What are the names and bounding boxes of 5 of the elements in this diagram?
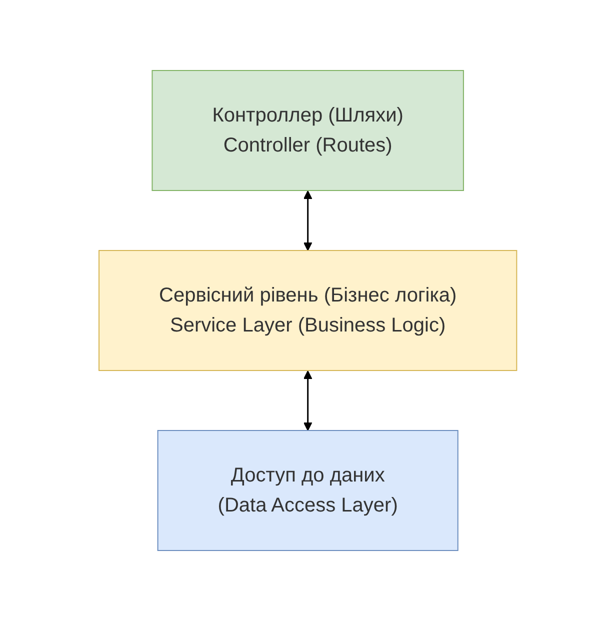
node-box: Контроллер (Шляхи) Controller (Routes) bbox=[152, 70, 464, 191]
node-box: Доступ до даних (Data Access Layer) bbox=[157, 430, 459, 551]
node-box: Сервісний рівень (Бізнес логіка) Service Layer (Business Logic) bbox=[98, 250, 518, 371]
arrow bbox=[304, 190, 312, 251]
arrow bbox=[304, 370, 312, 431]
